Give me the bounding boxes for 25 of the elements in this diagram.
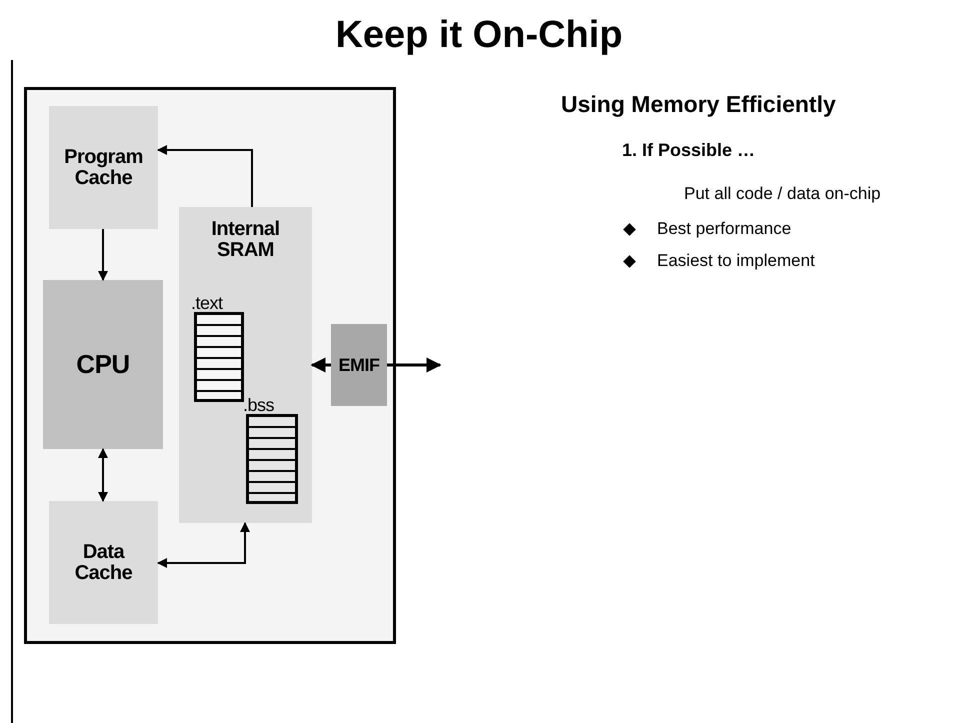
section-label: .text xyxy=(191,294,223,312)
slide-title: Keep it On-Chip xyxy=(334,14,624,57)
cpu-block xyxy=(43,280,163,449)
note-text: Put all code / data on-chip xyxy=(684,184,881,204)
note-text: Easiest to implement xyxy=(657,251,815,271)
block-label: Program Cache xyxy=(63,146,144,188)
chip-block xyxy=(24,87,396,644)
block-label: EMIF xyxy=(338,356,380,374)
block-label: Data Cache xyxy=(74,542,134,584)
block-label: CPU xyxy=(75,350,131,378)
arrow xyxy=(98,229,108,281)
arrow xyxy=(157,522,250,568)
note-text: Using Memory Efficiently xyxy=(561,91,836,118)
section-label: .bss xyxy=(243,396,274,414)
arrow xyxy=(310,358,331,372)
cache-block xyxy=(49,106,158,229)
arrow xyxy=(157,145,253,207)
arrow xyxy=(98,448,108,502)
memory-block xyxy=(179,207,312,523)
cache-block xyxy=(49,501,158,624)
interface-block xyxy=(331,324,387,406)
arrow xyxy=(387,358,442,372)
note-text: 1. If Possible … xyxy=(622,140,756,161)
note-text: Best performance xyxy=(657,219,792,239)
block-label: Internal SRAM xyxy=(210,217,281,261)
